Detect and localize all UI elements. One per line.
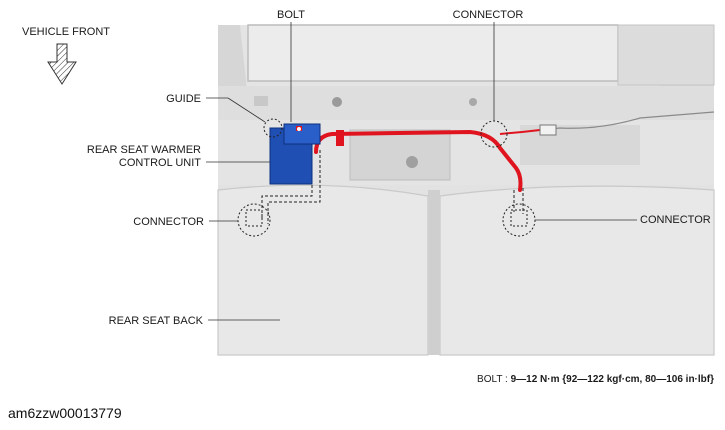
control-unit-label-line2: CONTROL UNIT: [119, 157, 201, 169]
connector-left-label: CONNECTOR: [133, 216, 204, 228]
vehicle-front-arrow: [47, 43, 77, 85]
torque-spec: BOLT : 9—12 N·m {92—122 kgf·cm, 80—106 i…: [477, 374, 714, 385]
document-id: am6zzw00013779: [8, 405, 122, 421]
bolt-marker: [297, 127, 301, 131]
rear-seat-back-label: REAR SEAT BACK: [109, 315, 204, 327]
gray-wire: [539, 111, 715, 131]
photo-area: [217, 24, 715, 356]
wire-harness: [314, 129, 523, 192]
control-unit-label-line1: REAR SEAT WARMER: [87, 144, 201, 156]
guide-circle: [263, 118, 283, 138]
bolt-label: BOLT: [277, 9, 305, 21]
harness-clip: [336, 130, 344, 146]
connector-right-body: [510, 209, 528, 227]
connector-left-circle: [237, 203, 271, 237]
vehicle-front-label: VEHICLE FRONT: [22, 26, 110, 38]
torque-spec-prefix: BOLT :: [477, 374, 511, 385]
gray-connector-plug: [539, 124, 557, 136]
torque-spec-value: 9—12 N·m {92—122 kgf·cm, 80—106 in·lbf}: [511, 374, 715, 385]
leader-lines: [206, 22, 637, 321]
connector-right-label: CONNECTOR: [640, 214, 711, 226]
guide-label: GUIDE: [166, 93, 201, 105]
control-unit: [269, 123, 321, 185]
connector-left-body: [245, 209, 263, 227]
connector-top-label: CONNECTOR: [453, 9, 524, 21]
